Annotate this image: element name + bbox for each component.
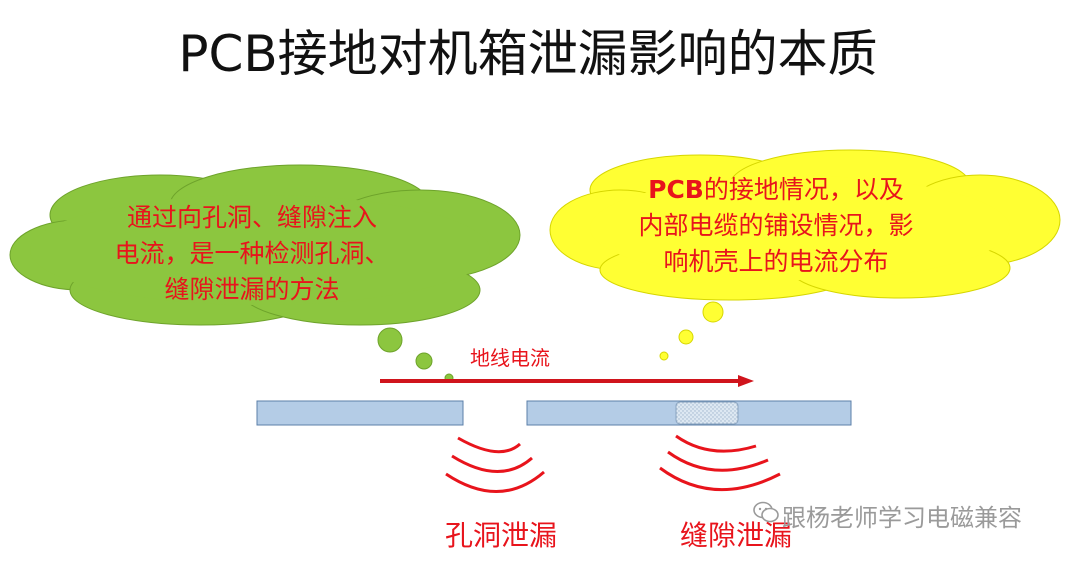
yellow-cloud-line-2: 内部电缆的铺设情况，影 [638, 211, 914, 240]
hole-leak-waves [445, 436, 545, 493]
slot-leak-waves [659, 434, 781, 491]
yellow-cloud-line-1-rest: 的接地情况，以及 [703, 175, 904, 204]
yellow-cloud-line-1: PCB的接地情况，以及 [596, 172, 956, 208]
ground-current-label: 地线电流 [470, 346, 550, 370]
pcb-bold-label: PCB [648, 175, 704, 204]
green-cloud-text: 通过向孔洞、缝隙注入 电流，是一种检测孔洞、 缝隙泄漏的方法 [62, 200, 442, 308]
yellow-cloud-text: PCB的接地情况，以及 内部电缆的铺设情况，影 响机壳上的电流分布 [596, 172, 956, 280]
yellow-thought-cloud [549, 149, 1061, 361]
green-cloud-line-1: 通过向孔洞、缝隙注入 [126, 203, 377, 232]
wechat-icon [753, 501, 779, 523]
ground-current-arrow [380, 375, 754, 387]
green-thought-cloud [9, 164, 521, 383]
green-cloud-line-2: 电流，是一种检测孔洞、 [114, 239, 390, 268]
slot-leak-label: 缝隙泄漏 [680, 519, 793, 552]
green-cloud-line-3: 缝隙泄漏的方法 [164, 275, 340, 304]
hole-leak-label: 孔洞泄漏 [445, 519, 558, 552]
chassis-plate-left [256, 400, 464, 426]
yellow-cloud-line-3: 响机壳上的电流分布 [663, 247, 889, 276]
page-title: PCB接地对机箱泄漏影响的本质 [178, 25, 878, 83]
watermark-text: 跟杨老师学习电磁兼容 [782, 504, 1022, 532]
slot-seam [675, 401, 739, 425]
